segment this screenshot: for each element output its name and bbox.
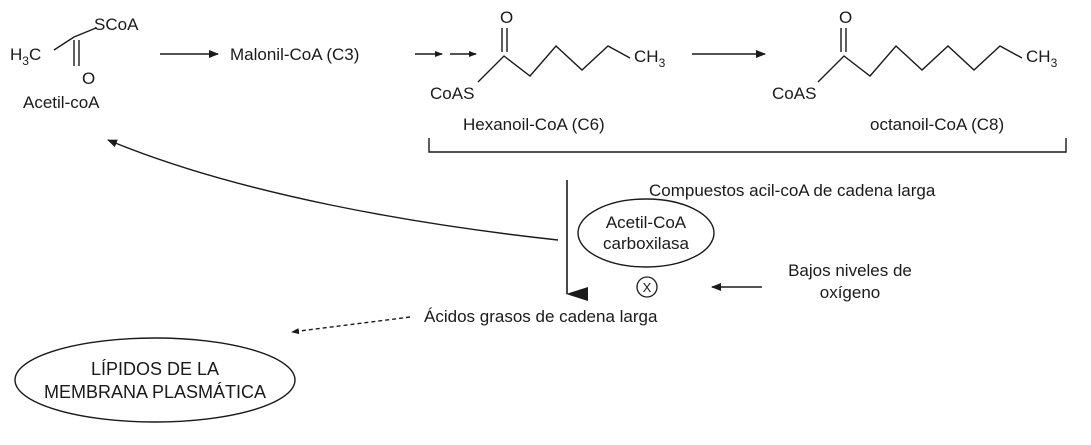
low-oxygen-line2: oxígeno (820, 283, 881, 302)
enzyme-line2: carboxilasa (603, 234, 690, 253)
hexanoyl-coas-atom: CoAS (430, 84, 474, 103)
hexanoyl-structure: O CoAS CH3 Hexanoil-CoA (C6) (430, 8, 666, 134)
malonyl-coa-label: Malonil-CoA (C3) (230, 45, 359, 64)
octanoyl-structure: O CoAS CH3 octanoil-CoA (C8) (772, 8, 1058, 134)
octanoyl-coas-atom: CoAS (772, 84, 816, 103)
acetyl-o-atom: O (82, 69, 95, 88)
arrow-to-membrane-lipids (291, 316, 411, 335)
enzyme-line1: Acetil-CoA (606, 213, 687, 232)
acetyl-scoa-atom: SCoA (94, 15, 139, 34)
hexanoyl-o-atom: O (500, 8, 513, 27)
acetyl-h3c-atom: H3C (10, 45, 41, 68)
octanoyl-ch3-atom: CH3 (1026, 47, 1058, 70)
enzyme-ellipse (577, 198, 715, 268)
hexanoyl-chain (477, 44, 631, 83)
membrane-lipids-line2: MEMBRANA PLASMÁTICA (44, 382, 266, 402)
membrane-lipids-ellipse (14, 337, 296, 423)
octanoyl-o-atom: O (839, 8, 852, 27)
acetyl-coa-structure: H3C O SCoA Acetil-coA (10, 15, 139, 112)
hexanoyl-ch3-atom: CH3 (634, 47, 666, 70)
inhibition-mark: X (643, 280, 652, 295)
inhibition-circle (636, 276, 658, 298)
membrane-lipids-line1: LÍPIDOS DE LA (91, 359, 219, 379)
low-oxygen-line1: Bajos niveles de (788, 261, 912, 280)
acyl-coa-bracket (428, 138, 1067, 153)
bracket-label: Compuestos acil-coA de cadena larga (649, 181, 936, 200)
octanoyl-coa-label: octanoil-CoA (C8) (870, 115, 1004, 134)
octanoyl-chain (817, 44, 1023, 83)
hexanoyl-coa-label: Hexanoil-CoA (C6) (463, 115, 605, 134)
acetyl-bond (53, 27, 97, 51)
fatty-acids-label: Ácidos grasos de cadena larga (424, 307, 658, 326)
arrow-recycle-to-acetyl (107, 139, 559, 241)
acetyl-coa-label: Acetil-coA (23, 93, 100, 112)
